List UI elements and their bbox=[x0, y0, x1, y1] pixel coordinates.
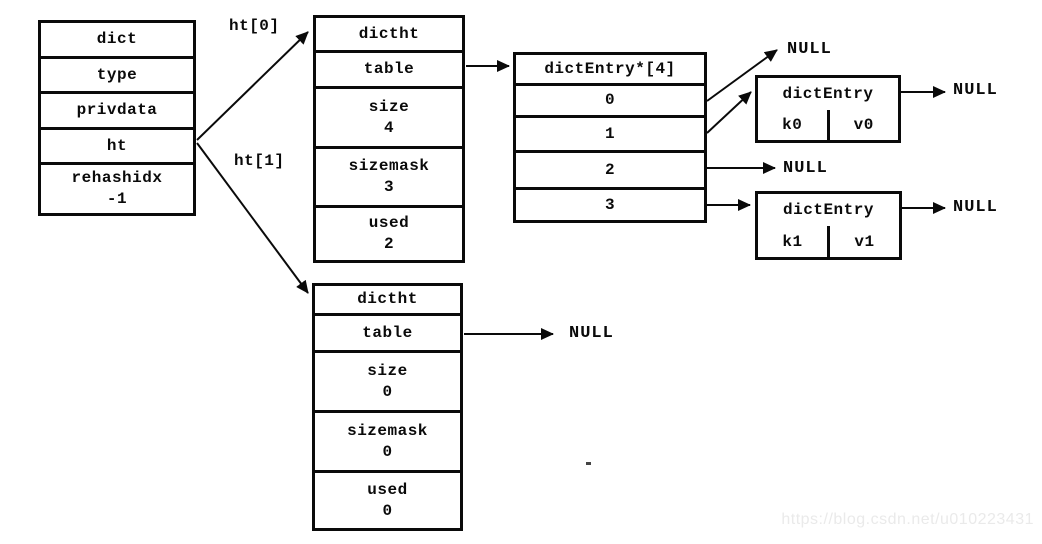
arrow-slot1-to-entry0 bbox=[706, 91, 752, 134]
entry1-value-cell: v1 bbox=[827, 226, 899, 257]
dictht1-used-row: used 0 bbox=[315, 470, 460, 528]
dictht1-size-label: size bbox=[367, 361, 408, 380]
dictht0-table-label: table bbox=[363, 60, 415, 78]
entry0-kv-row: k0 v0 bbox=[758, 110, 898, 140]
entry-array-slot-2: 2 bbox=[516, 150, 704, 187]
entry-array-slot-0: 0 bbox=[516, 83, 704, 115]
dictht1-used-label: used bbox=[367, 480, 408, 499]
dictht1-sizemask-label: sizemask bbox=[347, 421, 428, 440]
dictht0-title: dictht bbox=[358, 24, 420, 43]
entry0-key-cell: k0 bbox=[782, 116, 803, 134]
dictht0-title-row: dictht bbox=[316, 18, 462, 50]
stray-mark bbox=[586, 462, 591, 465]
dictht1-title-row: dictht bbox=[315, 286, 460, 313]
dictht0-box: dictht table size 4 sizemask 3 used 2 bbox=[313, 15, 465, 263]
dict-ht-row: ht bbox=[41, 127, 193, 162]
dictht0-table-row: table bbox=[316, 50, 462, 86]
dictht0-used-label: used bbox=[368, 214, 410, 232]
dict-privdata-row: privdata bbox=[41, 91, 193, 127]
dictht1-used-value: 0 bbox=[382, 501, 393, 520]
null-slot0: NULL bbox=[787, 40, 832, 59]
dictht0-used-row: used 2 bbox=[316, 205, 462, 260]
dictht1-size-row: size 0 bbox=[315, 350, 460, 410]
entry-array-header-row: dictEntry*[4] bbox=[516, 55, 704, 83]
watermark: https://blog.csdn.net/u010223431 bbox=[781, 511, 1034, 528]
entry-array-slot-1: 1 bbox=[516, 115, 704, 150]
dictht0-size-row: size 4 bbox=[316, 86, 462, 146]
entry0-value-cell: v0 bbox=[826, 110, 899, 140]
null-slot2: NULL bbox=[783, 159, 828, 178]
entry0-header: dictEntry bbox=[782, 84, 874, 103]
dict-type-label: type bbox=[96, 65, 138, 84]
dict-privdata-label: privdata bbox=[76, 101, 158, 119]
slot-3-index: 3 bbox=[604, 195, 616, 214]
ht0-pointer-label: ht[0] bbox=[229, 17, 280, 35]
null-entry1-next: NULL bbox=[953, 198, 998, 217]
dictht1-table-row: table bbox=[315, 313, 460, 350]
dict-struct-box: dict type privdata ht rehashidx -1 bbox=[38, 20, 196, 216]
dictht0-sizemask-row: sizemask 3 bbox=[316, 146, 462, 205]
dict-rehashidx-label: rehashidx bbox=[71, 169, 163, 187]
dict-type-row: type bbox=[41, 56, 193, 91]
dict-ht-label: ht bbox=[106, 136, 128, 155]
dictht1-title: dictht bbox=[357, 290, 418, 308]
entry-array-header: dictEntry*[4] bbox=[544, 59, 676, 78]
slot-1-index: 1 bbox=[604, 124, 616, 143]
dictht0-sizemask-label: sizemask bbox=[348, 157, 430, 175]
ht1-pointer-label: ht[1] bbox=[234, 152, 285, 170]
entry-array-slot-3: 3 bbox=[516, 187, 704, 220]
entry0-box: dictEntry k0 v0 bbox=[755, 75, 901, 143]
dictht0-size-value: 4 bbox=[383, 118, 395, 137]
dict-title-row: dict bbox=[41, 23, 193, 56]
dictht1-sizemask-value: 0 bbox=[382, 442, 393, 461]
entry1-kv-row: k1 v1 bbox=[758, 226, 899, 257]
dictht1-sizemask-row: sizemask 0 bbox=[315, 410, 460, 470]
entry0-header-row: dictEntry bbox=[758, 78, 898, 110]
slot-0-index: 0 bbox=[604, 91, 616, 109]
dict-rehashidx-value: -1 bbox=[106, 190, 128, 208]
dictht1-table-label: table bbox=[362, 323, 413, 342]
dict-rehashidx-row: rehashidx -1 bbox=[41, 162, 193, 213]
entry1-box: dictEntry k1 v1 bbox=[755, 191, 902, 260]
entry1-header-row: dictEntry bbox=[758, 194, 899, 226]
entry1-key-cell: k1 bbox=[782, 232, 803, 251]
slot-2-index: 2 bbox=[604, 160, 616, 179]
dict-title: dict bbox=[96, 30, 138, 48]
dictht0-used-value: 2 bbox=[383, 235, 395, 253]
dictht1-size-value: 0 bbox=[382, 382, 393, 401]
arrow-ht0-to-dictht0 bbox=[196, 31, 309, 141]
null-table1: NULL bbox=[569, 324, 614, 343]
dictht0-size-label: size bbox=[368, 97, 410, 116]
dictht1-box: dictht table size 0 sizemask 0 used 0 bbox=[312, 283, 463, 531]
entry1-header: dictEntry bbox=[783, 200, 874, 219]
null-entry0-next: NULL bbox=[953, 81, 998, 100]
dictht0-sizemask-value: 3 bbox=[383, 178, 395, 196]
entry-array-box: dictEntry*[4] 0 1 2 3 bbox=[513, 52, 707, 223]
